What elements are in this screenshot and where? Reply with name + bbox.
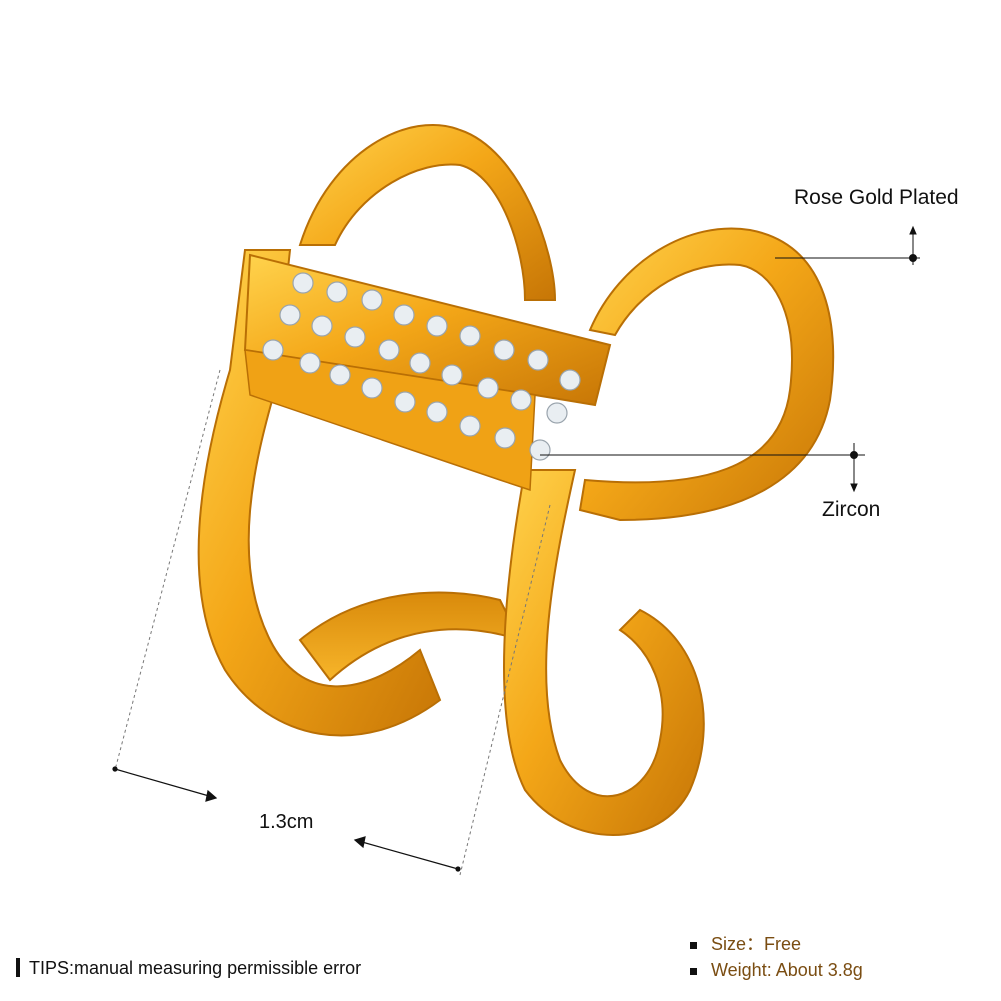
zircon-stones	[262, 272, 581, 461]
callout-material-line	[775, 225, 920, 265]
spec-weight: Weight: About 3.8g	[690, 960, 863, 981]
material-label: Rose Gold Plated	[794, 186, 959, 209]
spec-size: Size：Free	[690, 930, 801, 956]
tips-note: TIPS:manual measuring permissible error	[16, 958, 361, 979]
tips-text: TIPS:manual measuring permissible error	[29, 958, 362, 978]
bullet-icon	[690, 941, 697, 949]
callout-zircon-line	[540, 443, 865, 493]
zircon-label: Zircon	[822, 498, 881, 521]
width-measurement-label: 1.3cm	[259, 811, 314, 833]
spec-weight-text: Weight: About 3.8g	[711, 960, 863, 980]
bullet-icon	[690, 967, 697, 975]
spec-size-text: Size：Free	[711, 934, 802, 954]
measurement-guides	[114, 369, 551, 876]
tips-bar-icon	[16, 958, 20, 977]
measurement-arrows	[112, 766, 461, 872]
ring-shape	[197, 124, 835, 836]
